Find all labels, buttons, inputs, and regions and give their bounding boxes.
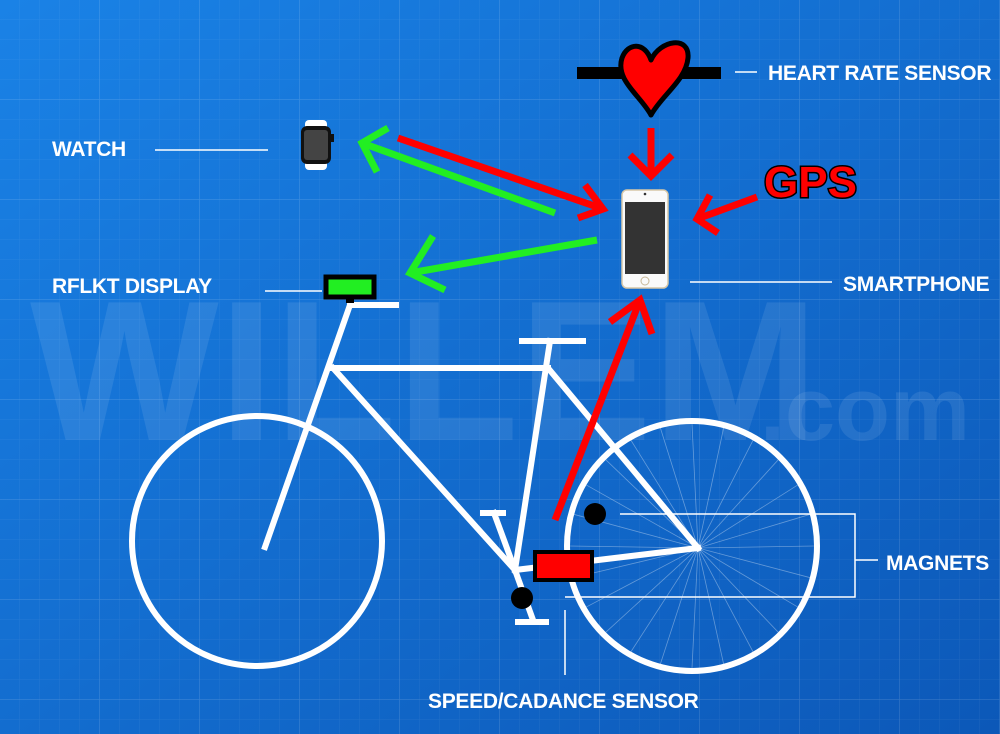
spoke [697,547,725,665]
label-gps: GPS [764,158,857,207]
label-speed-cadence-sensor: SPEED/CADANCE SENSOR [428,690,699,713]
label-heart-rate-sensor: HEART RATE SENSOR [768,62,991,85]
spoke [605,547,699,633]
spoke [697,547,811,579]
spoke [585,484,699,549]
watermark: WILLEM [30,260,819,483]
watermark-suffix: .com [760,360,970,460]
arrow-phone-to-watch-green [360,139,557,217]
spoke [659,427,699,549]
wheel-magnet [584,503,606,525]
spoke [697,459,779,549]
arrow-phone-to-watch-red [396,134,605,213]
leader-lines [155,71,878,675]
label-watch: WATCH [52,138,126,161]
label-smartphone: SMARTPHONE [843,273,990,296]
spoke [659,547,699,665]
label-rflkt-display: RFLKT DISPLAY [52,275,212,298]
watch-icon [301,120,334,170]
spoke [630,547,699,653]
crank-magnet [511,587,533,609]
spoke [697,547,754,653]
arrows [357,124,759,522]
spoke [697,439,754,549]
rear-wheel [564,418,820,674]
spoke [697,427,725,549]
spoke [697,484,799,549]
spoke [697,545,815,549]
label-magnets: MAGNETS [886,552,989,575]
smartphone-icon [621,189,669,289]
spoke [697,513,811,549]
speed-cadence-sensor-icon [533,550,594,582]
bicycle-icon [129,301,820,674]
spoke [691,547,699,669]
arrow-gps-to-phone [695,193,759,223]
arrow-phone-to-rflkt [409,236,598,277]
heart-icon [618,40,691,118]
spoke [697,547,779,633]
arrow-sensor-to-phone [551,298,644,522]
rflkt-display-icon [323,274,377,303]
front-wheel [129,413,385,669]
spoke [691,423,699,549]
heart-rate-strap [577,40,721,118]
